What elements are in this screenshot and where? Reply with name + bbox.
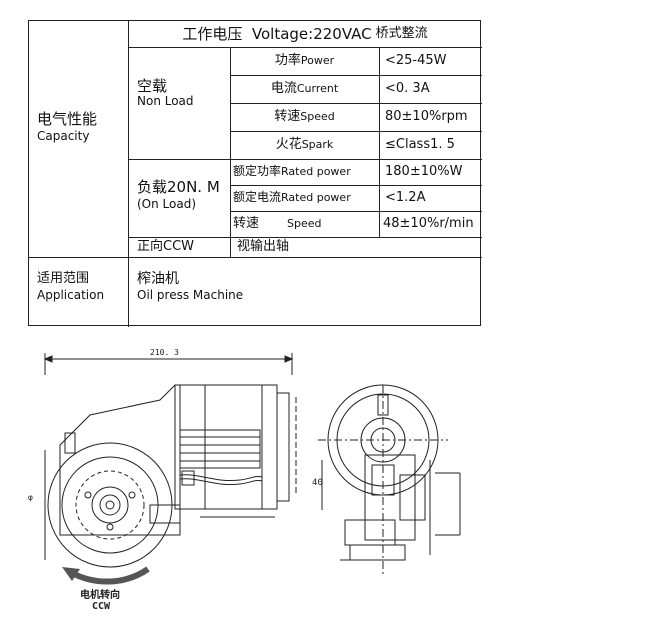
side-view: φ (28, 384, 297, 568)
application-value-en: Oil press Machine (137, 288, 244, 303)
on-load-label: 负载20N. M (On Load) (137, 173, 229, 217)
rectifier-label: 桥式整流 (375, 25, 428, 41)
application-value-cn: 榨油机 (137, 270, 179, 287)
application-cn: 适用范围 (37, 271, 90, 287)
no-load-spark-value: ≤Class1. 5 (385, 136, 455, 152)
load-speed-label: 转速 Speed (233, 211, 379, 237)
load-speed-value: 48±10%r/min (383, 215, 474, 231)
load-speed-cn: 转速 (233, 215, 260, 231)
application-en: Application (37, 287, 105, 302)
rated-power-en: Rated power (281, 164, 351, 178)
voltage-header: 工作电压 Voltage:220VAC 桥式整流 (128, 21, 482, 47)
no-load-speed-cn: 转速 (274, 108, 301, 124)
direction-left: 正向CCW (137, 238, 195, 254)
on-load-en: (On Load) (137, 197, 197, 212)
spec-table: 工作电压 Voltage:220VAC 桥式整流 电气性能 Capacity 空… (28, 20, 482, 327)
no-load-en: Non Load (137, 93, 194, 108)
capacity-cn: 电气性能 (37, 110, 98, 129)
voltage-label: 工作电压 Voltage:220VAC (182, 24, 372, 43)
load-speed-en: Speed (287, 216, 322, 230)
rated-current-cn: 额定电流 (233, 190, 282, 205)
capacity-label: 电气性能 Capacity (37, 107, 127, 147)
height-dimension-label: 40 (312, 478, 323, 488)
rotation-arrow: 电机转向 CCW (62, 566, 150, 612)
no-load-spark-en: Spark (301, 137, 334, 151)
application-label: 适用范围 Application (37, 267, 127, 307)
no-load-current-value: <0. 3A (385, 80, 430, 96)
front-view: 40 (312, 384, 461, 575)
rated-current-en: Rated power (281, 190, 351, 204)
no-load-power-en: Power (300, 53, 335, 67)
rated-power-cn: 额定功率 (233, 164, 282, 179)
on-load-cn: 负载20N. M (137, 177, 220, 196)
no-load-current-cn: 电流 (270, 80, 297, 96)
no-load-speed-value: 80±10%rpm (385, 108, 468, 124)
motor-technical-drawing: 210. 3 φ (28, 348, 461, 612)
no-load-speed-en: Speed (300, 109, 335, 123)
no-load-label: 空载 Non Load (137, 73, 229, 113)
rotation-label-en: CCW (92, 601, 111, 612)
no-load-cn: 空载 (137, 77, 168, 96)
no-load-power-cn: 功率 (274, 52, 301, 68)
no-load-spark-cn: 火花 (275, 136, 302, 152)
rated-power-value: 180±10%W (385, 163, 463, 179)
width-dimension-label: 210. 3 (150, 348, 179, 357)
width-dimension: 210. 3 (43, 348, 294, 375)
no-load-current-en: Current (296, 81, 339, 95)
application-value: 榨油机 Oil press Machine (137, 267, 437, 307)
no-load-power-value: <25-45W (385, 52, 447, 68)
svg-text:φ: φ (28, 493, 33, 502)
direction-right: 视输出轴 (237, 238, 290, 254)
capacity-en: Capacity (37, 128, 90, 143)
rated-current-value: <1.2A (385, 189, 426, 205)
rotation-label-cn: 电机转向 (80, 588, 120, 601)
